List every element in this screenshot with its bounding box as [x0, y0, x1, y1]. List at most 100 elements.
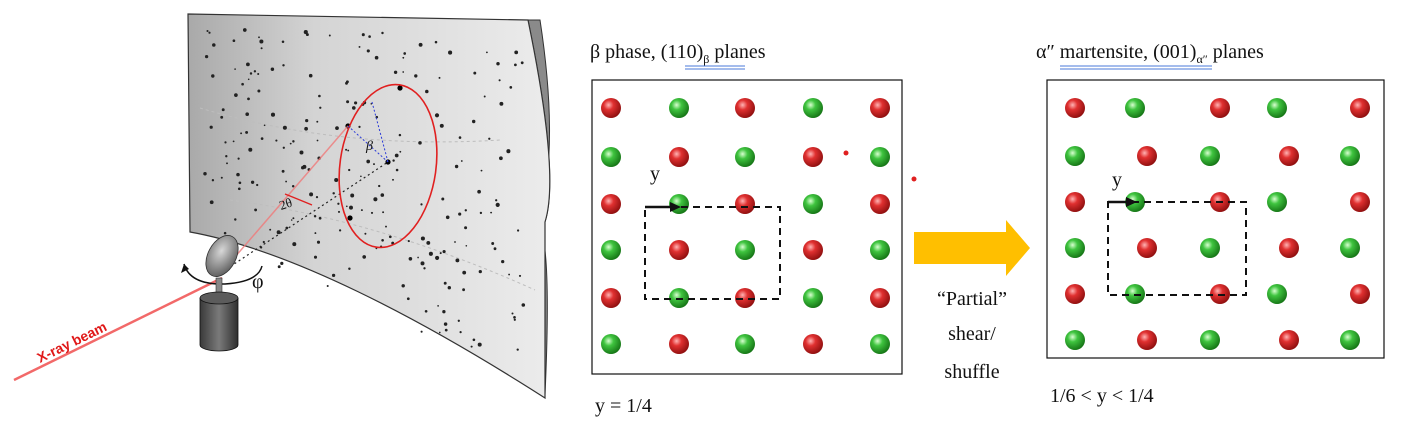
diffraction-spot: [438, 331, 441, 334]
diffraction-spot: [220, 115, 224, 119]
diffraction-spot: [209, 125, 213, 129]
diffraction-spot: [316, 120, 319, 123]
diffraction-spot: [277, 265, 281, 269]
diffraction-spot: [281, 169, 285, 173]
diffraction-spot: [290, 219, 293, 221]
diffraction-spot: [501, 259, 505, 264]
diffraction-spot: [414, 74, 418, 78]
diffraction-spot: [348, 168, 351, 172]
alpha-atom-green: [1125, 98, 1145, 118]
diffraction-spot: [282, 64, 285, 67]
alpha-title-mid: , (001): [1143, 41, 1196, 63]
diffraction-spot: [498, 79, 501, 82]
diffraction-spot: [465, 245, 468, 247]
diffraction-spot: [332, 192, 335, 195]
diffraction-spot: [378, 184, 381, 188]
beta-title-sub: β: [703, 52, 709, 66]
diffraction-spot: [499, 156, 503, 161]
diffraction-spot: [477, 342, 482, 347]
diffraction-spot: [397, 85, 403, 91]
alpha-atom-red: [1065, 98, 1085, 118]
diffraction-spot: [435, 255, 440, 260]
diffraction-spot: [514, 63, 517, 67]
diffraction-spot: [206, 29, 209, 33]
diffraction-spot: [360, 175, 362, 178]
diffraction-spot: [388, 235, 392, 239]
goniometer-base: [199, 297, 239, 352]
alpha-title-sub: α″: [1196, 52, 1207, 66]
diffraction-spot: [349, 205, 353, 210]
diffraction-spot: [457, 319, 460, 322]
diffraction-spot: [442, 310, 446, 314]
alpha-atom-red: [1350, 192, 1370, 212]
diffraction-spot: [263, 124, 266, 127]
alpha-martensite-panel: α″ martensite, (001)α″ planes y 1/6 < y …: [1036, 41, 1385, 407]
alpha-title-suffix: planes: [1208, 41, 1264, 63]
diffraction-spot: [464, 226, 468, 230]
diffraction-spot: [361, 33, 365, 37]
diffraction-spot: [260, 137, 264, 140]
diffraction-spot: [420, 330, 423, 333]
alpha-atom-green: [1065, 238, 1085, 258]
alpha-atom-green: [1267, 192, 1287, 212]
beta-atom-red: [870, 98, 890, 118]
diffraction-spot: [428, 251, 433, 256]
diffraction-spot: [257, 72, 260, 76]
diffraction-spot: [203, 171, 207, 176]
diffraction-spot: [401, 284, 405, 288]
diffraction-spot: [282, 146, 285, 149]
diffraction-spot: [425, 89, 429, 94]
diffraction-spot: [464, 209, 467, 212]
beta-atom-red: [669, 334, 689, 354]
diffraction-spot: [392, 178, 394, 181]
diffraction-spot: [232, 39, 236, 43]
diffraction-spot: [237, 157, 240, 160]
diffraction-spot: [250, 180, 255, 184]
beta-value-label: y = 1/4: [595, 395, 652, 417]
diffraction-spot: [281, 40, 285, 44]
diffraction-spot: [516, 348, 519, 351]
diffraction-spot: [458, 136, 462, 139]
diffraction-spot: [495, 202, 500, 207]
diffraction-spot: [374, 55, 379, 60]
alpha-atom-green: [1200, 146, 1220, 166]
alpha-atom-red: [1065, 192, 1085, 212]
alpha-atom-red: [1137, 330, 1157, 350]
alpha-atom-red: [1279, 146, 1299, 166]
diffraction-spot: [242, 28, 247, 32]
beta-lattice-box: [591, 79, 903, 375]
diffraction-spot: [381, 238, 384, 242]
diffraction-spot: [338, 229, 342, 232]
diffraction-spot: [328, 34, 331, 37]
alpha-lattice-box: [1046, 79, 1385, 359]
diffraction-spot: [368, 35, 371, 38]
diffraction-spot: [423, 267, 426, 270]
diffraction-spot: [345, 81, 348, 85]
beta-atom-green: [669, 98, 689, 118]
transition-arrow: [914, 220, 1030, 276]
diffraction-spot: [373, 163, 375, 166]
diffraction-spot: [346, 100, 350, 104]
beta-atom-red: [870, 288, 890, 308]
stray-dot: [911, 176, 917, 182]
diffraction-spot: [483, 95, 486, 98]
stray-dot: [843, 150, 849, 156]
diffraction-spot: [258, 36, 260, 39]
diffraction-spot: [472, 338, 476, 342]
diffraction-spot: [269, 228, 272, 231]
diffraction-spot: [245, 112, 249, 116]
diffraction-spot: [506, 149, 511, 154]
diffraction-spot: [270, 112, 276, 117]
diffraction-spot: [309, 192, 314, 197]
alpha-y-label: y: [1112, 169, 1122, 191]
diffraction-spot: [511, 312, 514, 315]
beta-atom-green: [870, 334, 890, 354]
diffraction-spot: [439, 123, 444, 128]
diffraction-spot: [514, 50, 519, 55]
diffraction-spot: [513, 318, 516, 321]
diffraction-spot: [424, 309, 428, 313]
diffraction-spot: [253, 70, 257, 73]
alpha-atom-green: [1200, 238, 1220, 258]
diffraction-spot: [292, 242, 297, 247]
